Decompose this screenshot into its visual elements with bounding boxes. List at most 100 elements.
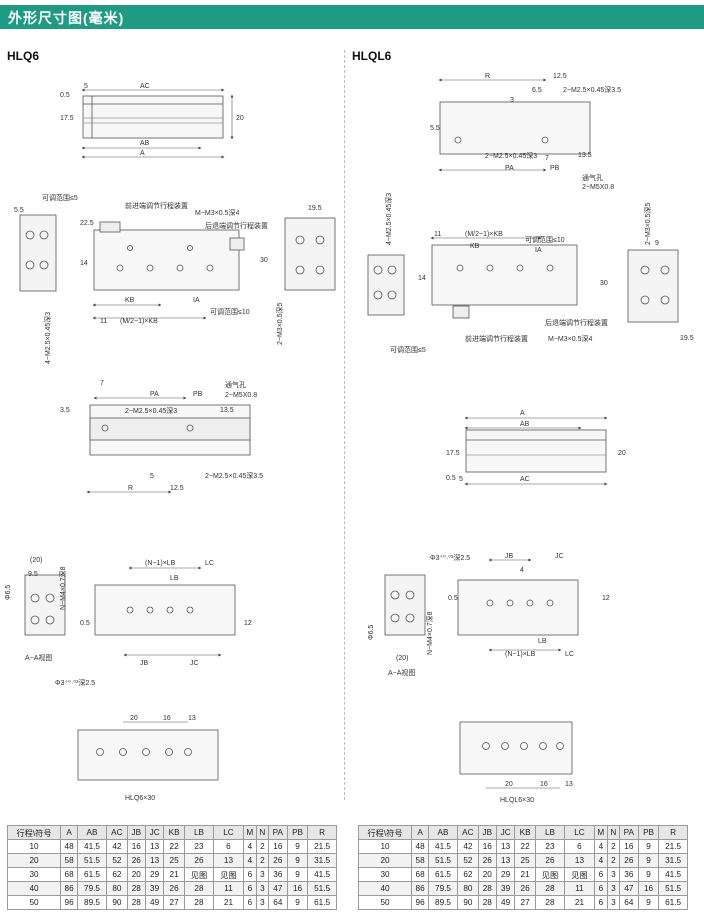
table-cell: 27	[514, 895, 536, 910]
table-cell: 27	[163, 895, 185, 910]
note-m25-left: 2−M2.5×0.45深3	[125, 406, 177, 415]
dim-h0-5: 0.5	[60, 92, 70, 99]
table-header-cell: PA	[618, 825, 639, 840]
table-cell: 41.5	[77, 839, 107, 854]
dim-pb-right: PB	[550, 165, 560, 172]
table-cell: 50	[358, 895, 412, 910]
table-cell: 4	[593, 839, 608, 854]
table-cell: 51.5	[658, 881, 688, 896]
table-cell: 28	[534, 895, 566, 910]
dim-14-right: 14	[418, 275, 426, 282]
hlql6-lower-view	[384, 558, 579, 652]
hlq6-top-view	[81, 88, 234, 159]
table-cell: 64	[267, 895, 288, 910]
section-view-left: A−A视图	[25, 653, 52, 662]
table-header-cell: KB	[514, 825, 536, 840]
table-cell: 20	[126, 867, 146, 882]
dim-11-right: 11	[434, 231, 441, 238]
dim-lc-right: LC	[565, 651, 574, 658]
dim-12-5-left: 12.5	[170, 485, 184, 492]
table-cell: 79.5	[428, 881, 458, 896]
table-cell: 6	[593, 895, 608, 910]
note-m5-left: 2−M5X0.8	[225, 392, 257, 399]
page-title: 外形尺寸图(毫米)	[8, 10, 125, 26]
dim-ia-right: IA	[535, 247, 542, 254]
table-cell: 28	[126, 895, 146, 910]
dim-30-left: 30	[260, 257, 268, 264]
table-cell: 58	[59, 853, 79, 868]
dim-20-bottom-right: 20	[505, 781, 513, 788]
table-cell: 86	[410, 881, 430, 896]
table-cell: 48	[410, 839, 430, 854]
table-cell: 90	[456, 895, 479, 910]
table-cell: 6	[242, 867, 257, 882]
table-cell: 40	[7, 881, 61, 896]
table-cell: 86	[59, 881, 79, 896]
note-mount-holes-left: 4−M2.5×0.45深3	[43, 312, 52, 364]
table-cell: 20	[358, 853, 412, 868]
table-header-cell: LC	[564, 825, 595, 840]
table-cell: 61.5	[428, 867, 458, 882]
table-cell: 36	[618, 867, 639, 882]
table-cell: 9	[286, 853, 309, 868]
dim-7-left: 7	[100, 380, 104, 387]
note-m25-right: 2−M2.5×0.45深3	[485, 151, 537, 160]
note-adjust-5-left: 可调范围≤5	[42, 193, 78, 202]
note-adjust-5-right: 可调范围≤5	[390, 345, 426, 354]
dim-ac-right: AC	[520, 476, 530, 483]
dim-13-bottom-left: 13	[188, 715, 196, 722]
table-header-cell: JC	[495, 825, 516, 840]
table-cell: 26	[267, 853, 288, 868]
dim-20-right: (20)	[396, 655, 408, 662]
table-cell: 9	[637, 839, 660, 854]
table-header-cell: JC	[144, 825, 165, 840]
table-cell: 11	[564, 881, 595, 896]
dim-w5-right: 5	[459, 476, 463, 483]
dim-19-5-right: 19.5	[680, 335, 694, 342]
table-header-cell: R	[307, 825, 337, 840]
dim-pa-right: PA	[505, 165, 514, 172]
dim-jc-left: JC	[190, 660, 199, 667]
table-cell: 见图	[534, 867, 566, 882]
table-cell: 89.5	[77, 895, 107, 910]
table-cell: 79.5	[77, 881, 107, 896]
dim-nlb-right: (N−1)×LB	[505, 651, 536, 658]
dim-19-5-left: 19.5	[308, 205, 322, 212]
table-cell: 9	[286, 867, 309, 882]
table-cell: 13	[564, 853, 595, 868]
hlql6-middle-view	[464, 416, 608, 486]
dim-ia-left: IA	[193, 297, 200, 304]
dim-3-5-left: 3.5	[60, 407, 70, 414]
dim-r-right: R	[485, 73, 490, 80]
note-front-adjust-left: 前进端调节行程装置	[125, 201, 188, 210]
table-cell: 9	[286, 895, 309, 910]
table-cell: 11	[213, 881, 244, 896]
column-divider	[344, 50, 345, 800]
table-cell: 6	[242, 895, 257, 910]
table-cell: 13	[144, 839, 165, 854]
note-m25-35-left: 2−M2.5×0.45深3.5	[205, 471, 263, 480]
table-cell: 28	[126, 881, 146, 896]
dim-20-bottom-left: 20	[130, 715, 138, 722]
table-cell: 51.5	[77, 853, 107, 868]
table-cell: 3	[606, 881, 620, 896]
table-cell: 26	[514, 881, 536, 896]
note-pin-right: Φ3⁺⁰·⁰³深2.5	[430, 553, 470, 562]
note-front-adjust-right: 前进端调节行程装置	[465, 334, 528, 343]
table-cell: 22	[163, 839, 185, 854]
dim-12-right: 12	[602, 595, 610, 602]
table-cell: 9	[637, 867, 660, 882]
table-cell: 16	[477, 839, 497, 854]
note-m3-holes-left: 2−M3×0.5深5	[275, 302, 284, 345]
table-cell: 6	[242, 881, 257, 896]
table-header-cell: M	[593, 825, 608, 840]
note-m3-left: M−M3×0.5深4	[195, 208, 239, 217]
hlql6-top-view	[438, 78, 591, 172]
table-cell: 42	[456, 839, 479, 854]
